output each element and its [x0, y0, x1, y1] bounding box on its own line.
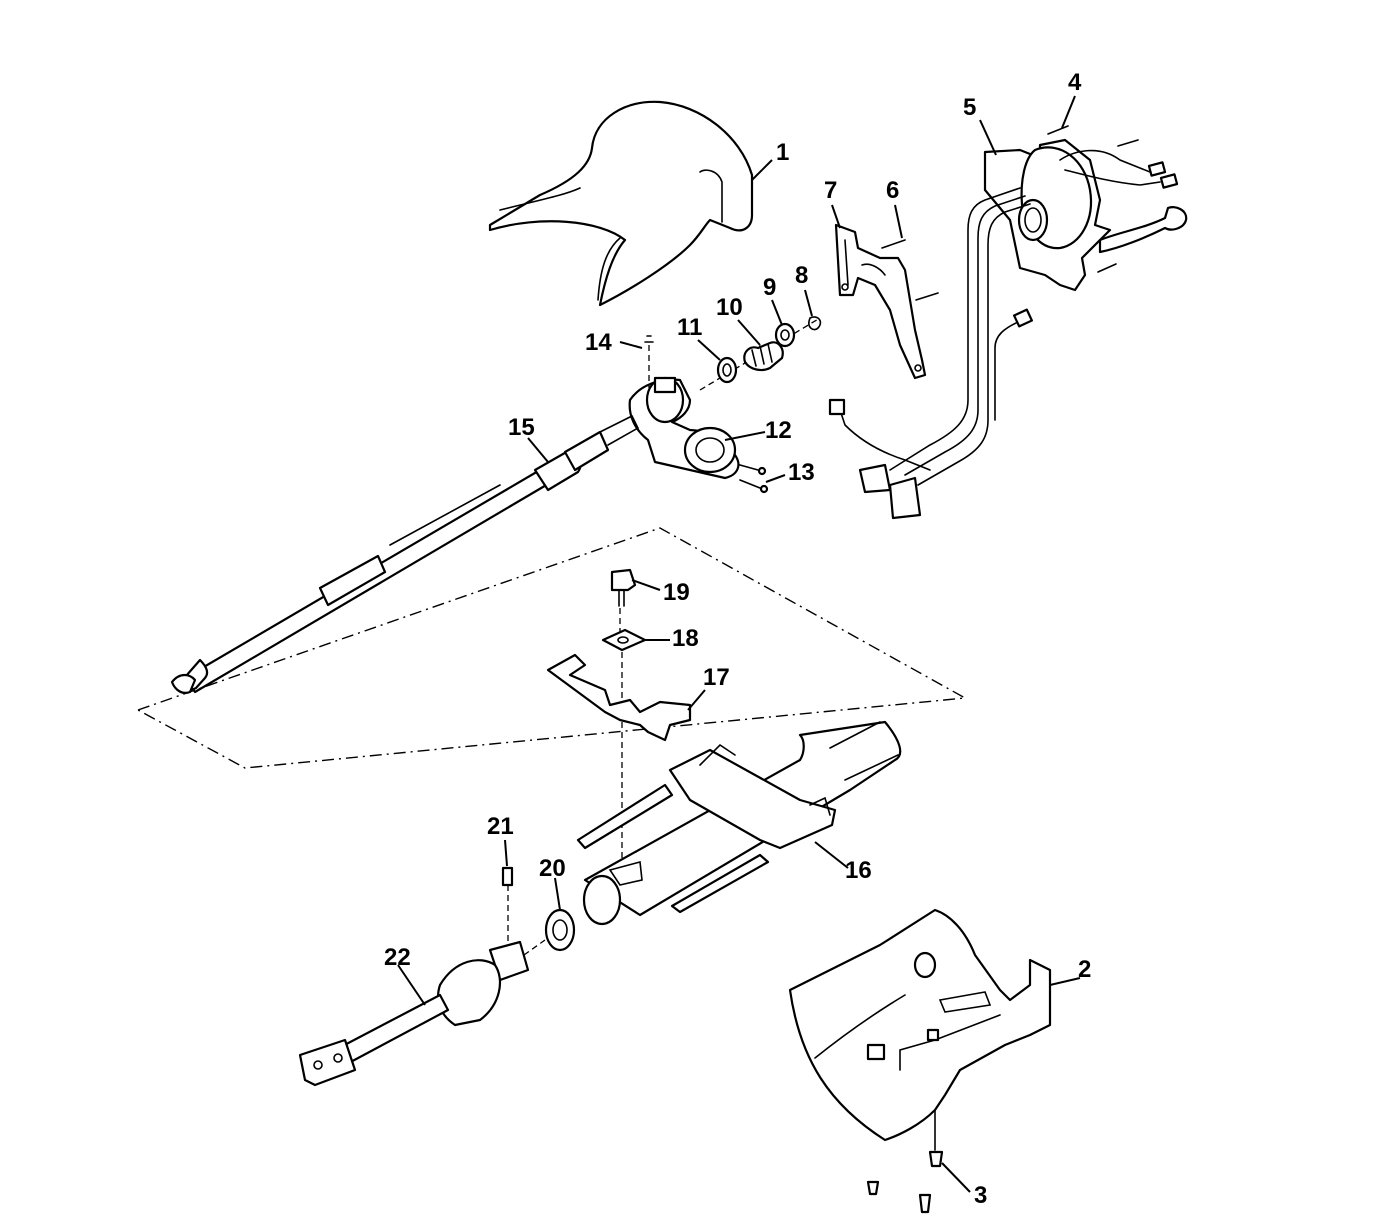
callout-8: 8 [795, 262, 808, 289]
washer-spring-stack [699, 316, 822, 391]
callout-1: 1 [776, 139, 789, 166]
switch-bracket [834, 223, 939, 380]
callout-7: 7 [824, 177, 837, 204]
leader-lines [397, 95, 1081, 1193]
callout-20: 20 [539, 855, 566, 882]
lower-shroud [788, 908, 1052, 1214]
callout-6: 6 [886, 177, 899, 204]
assembly-group-outline [136, 527, 968, 769]
callout-11: 11 [677, 314, 702, 341]
wiring-harness [828, 187, 1033, 520]
callout-labels: 1 2 3 4 5 6 7 8 9 10 11 12 13 14 15 16 1… [384, 69, 1091, 1209]
callout-9: 9 [763, 274, 776, 301]
callout-13: 13 [788, 459, 815, 486]
callout-15: 15 [508, 414, 535, 441]
callout-5: 5 [963, 94, 976, 121]
callout-3: 3 [974, 1182, 987, 1209]
callout-14: 14 [585, 329, 612, 356]
callout-16: 16 [845, 857, 872, 884]
upper-shroud [488, 100, 754, 307]
callout-21: 21 [487, 813, 514, 840]
callout-19: 19 [663, 579, 690, 606]
callout-18: 18 [672, 625, 699, 652]
combination-switch [983, 125, 1188, 292]
lock-housing [628, 335, 769, 494]
callout-22: 22 [384, 944, 411, 971]
callout-4: 4 [1068, 69, 1082, 96]
callout-17: 17 [703, 664, 730, 691]
mounting-hardware [546, 568, 692, 870]
callout-10: 10 [716, 294, 743, 321]
callout-12: 12 [765, 417, 792, 444]
intermediate-shaft [298, 866, 576, 1087]
column-tube [576, 720, 902, 926]
callout-2: 2 [1078, 956, 1091, 983]
steering-shaft [170, 414, 640, 694]
